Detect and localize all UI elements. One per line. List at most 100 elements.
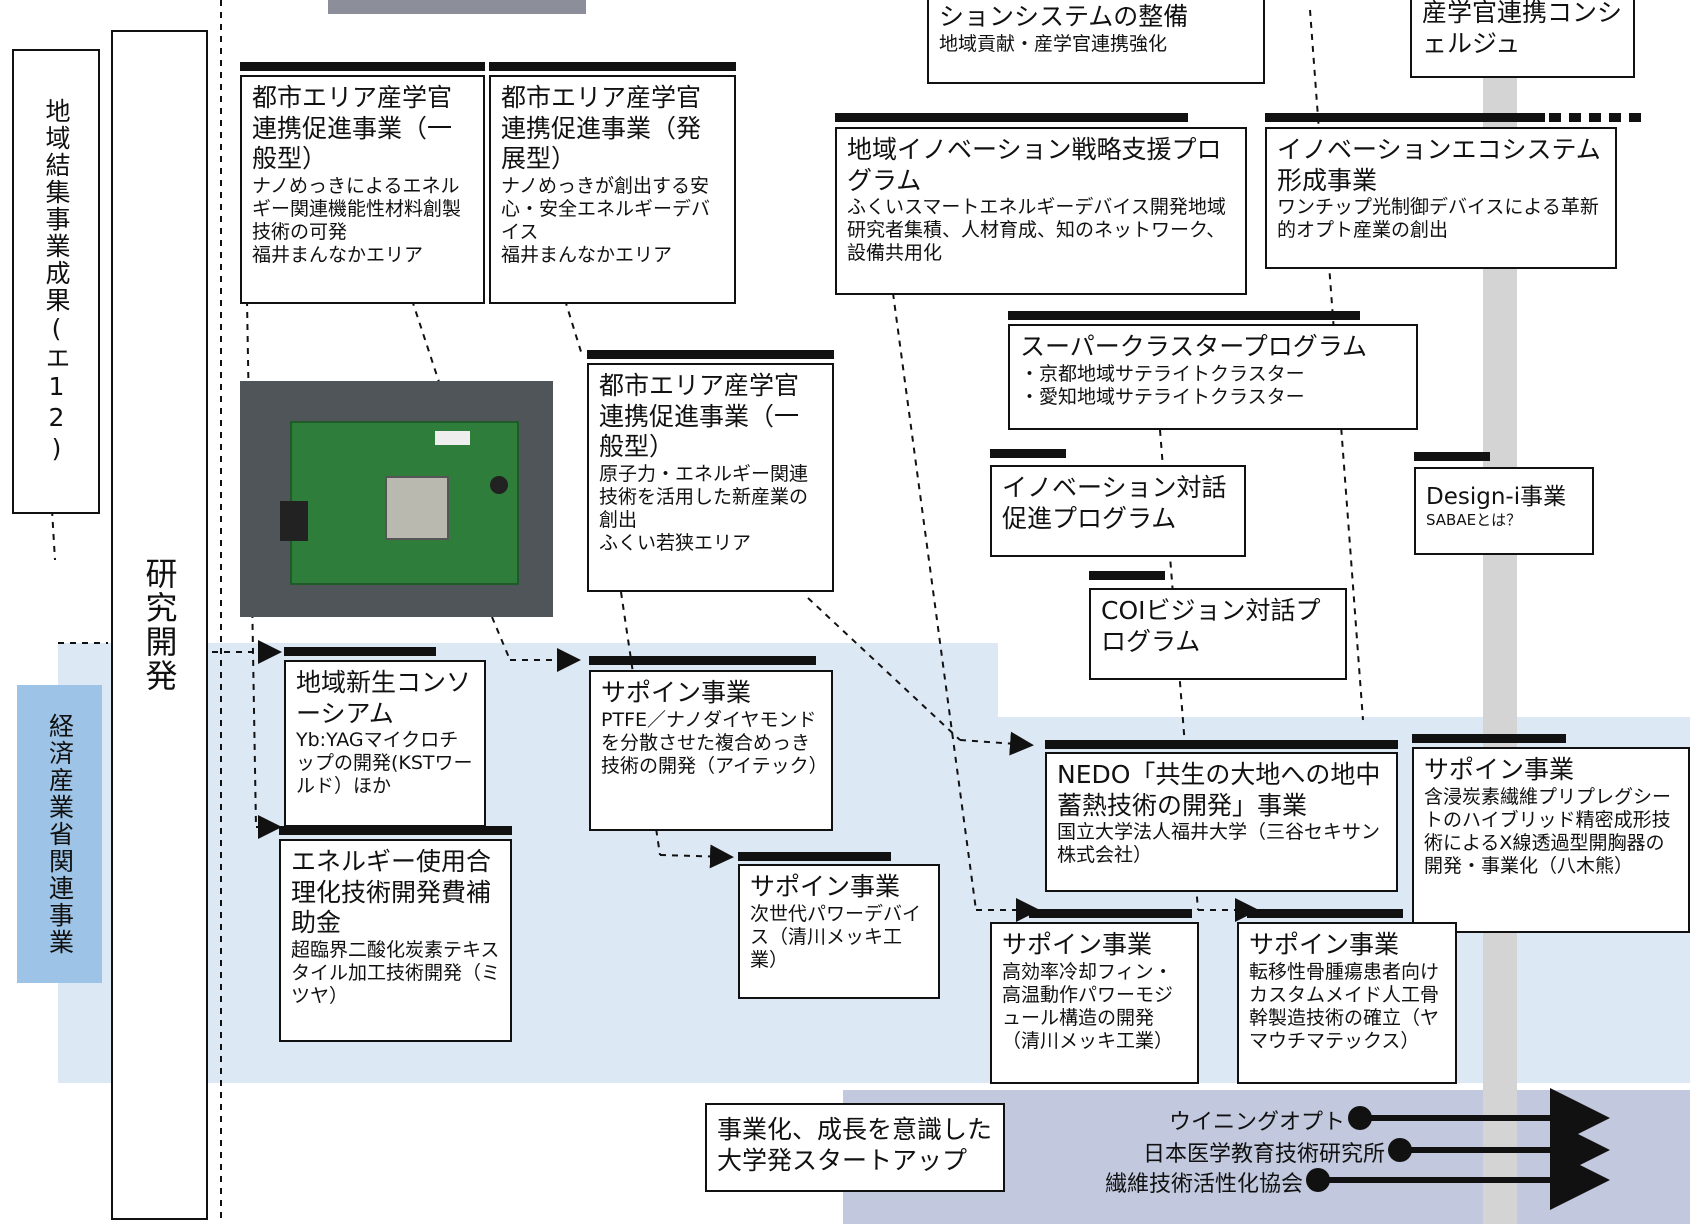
consortium-box: 地域新生コンソーシアム Yb:YAGマイクロチップの開発(KSTワールド）ほか [284, 660, 486, 827]
dialogue-box: イノベーション対話促進プログラム [990, 465, 1246, 557]
connector-block [280, 501, 308, 541]
bar [835, 113, 1188, 122]
label-sticker [435, 431, 470, 445]
toshi-develop-box: 都市エリア産学官連携促進事業（発展型） ナノめっきが創出する安心・安全エネルギー… [489, 75, 736, 304]
sapoin4-title: サポイン事業 [1002, 930, 1153, 959]
energy-subsidy-title: エネルギー使用合理化技術開発費補助金 [291, 847, 492, 937]
toshi-develop-sub: ナノめっきが創出する安心・安全エネルギーデバイス [501, 174, 711, 243]
sapoin2-title: サポイン事業 [750, 872, 901, 901]
design-i-sub: SABAEとは？ [1426, 511, 1522, 530]
design-i-title: Design-i事業 [1426, 484, 1567, 510]
sapoin5-box: サポイン事業 転移性骨腫瘍患者向けカスタムメイド人工骨幹製造技術の確立（ヤマウチ… [1237, 922, 1457, 1084]
coi-title: COIビジョン対話プログラム [1101, 596, 1321, 656]
connector [51, 509, 56, 561]
bar [1265, 113, 1545, 122]
sapoin4-box: サポイン事業 高効率冷却フィン・高温動作パワーモジュール構造の開発（清川メッキ工… [990, 922, 1199, 1084]
track-dot [1306, 1168, 1330, 1192]
supercluster-item: ・愛知地域サテライトクラスター [1020, 385, 1305, 408]
bar [1089, 571, 1165, 580]
toshi-general-box: 都市エリア産学官連携促進事業（一般型） ナノめっきによるエネルギー関連機能性材料… [240, 75, 485, 304]
toshi-develop-area: 福井まんなかエリア [501, 244, 673, 267]
ecosystem-title: イノベーションエコシステム形成事業 [1277, 135, 1601, 195]
meti-text: 経済産業省関連事業 [45, 712, 75, 956]
research-text: 研究開発 [140, 557, 179, 693]
supercluster-box: スーパークラスタープログラム ・京都地域サテライトクラスター ・愛知地域サテライ… [1008, 324, 1418, 430]
startup-label: 事業化、成長を意識した大学発スタートアップ [717, 1115, 993, 1175]
startup-company: 日本医学教育技術研究所 [1142, 1142, 1385, 1167]
bar [284, 647, 436, 656]
dotted-bar [1549, 113, 1645, 122]
energy-subsidy-box: エネルギー使用合理化技術開発費補助金 超臨界二酸化炭素テキスタイル加工技術開発（… [279, 839, 512, 1042]
bar [990, 449, 1066, 458]
sapoin3-sub: 含浸炭素繊維プリプレグシートのハイブリッド精密成形技術によるX線透過型開胸器の開… [1424, 785, 1672, 878]
meti-label: 経済産業省関連事業 [17, 685, 102, 983]
top-photo-edge [328, 0, 586, 14]
sapoin1-title: サポイン事業 [601, 678, 752, 707]
connector [491, 616, 511, 661]
sapoin4-sub: 高効率冷却フィン・高温動作パワーモジュール構造の開発（清川メッキ工業） [1002, 960, 1174, 1053]
sapoin3-title: サポイン事業 [1424, 755, 1575, 784]
sapoin2-sub: 次世代パワーデバイス（清川メッキ工業） [750, 902, 922, 971]
design-i-box: Design-i事業 SABAEとは？ [1414, 467, 1594, 555]
bar [489, 62, 736, 71]
connector [807, 597, 961, 741]
toshi-general-title: 都市エリア産学官連携促進事業（一般型） [252, 83, 453, 173]
toshi-general-sub: ナノめっきによるエネルギー関連機能性材料創製技術の可発 [252, 174, 462, 243]
sapoin1-sub: PTFE／ナノダイヤモンドを分散させた複合めっき技術の開発（アイテック） [601, 708, 828, 777]
system-sub: 地域貢献・産学官連携強化 [939, 32, 1168, 55]
regional-innovation-box: 地域イノベーション戦略支援プログラム ふくいスマートエネルギーデバイス開発地域研… [835, 127, 1247, 295]
energy-subsidy-sub: 超臨界二酸化炭素テキスタイル加工技術開発（ミツヤ） [291, 938, 501, 1007]
toshi-general2-area: ふくい若狭エリア [599, 532, 752, 555]
meti-band-left [58, 643, 998, 1083]
startup-company: ウイニングオプト [1168, 1110, 1345, 1135]
bar [1008, 311, 1360, 320]
bar [1247, 909, 1403, 918]
bar [1045, 740, 1398, 749]
system-title: ションシステムの整備 [939, 2, 1189, 31]
toshi-general-area: 福井まんなかエリア [252, 244, 424, 267]
toshi-general2-sub: 原子力・エネルギー関連技術を活用した新産業の創出 [599, 462, 809, 531]
connector [564, 299, 583, 356]
track-dot [1388, 1138, 1412, 1162]
connector [1309, 9, 1364, 721]
system-box: ションシステムの整備 地域貢献・産学官連携強化 [927, 0, 1265, 84]
connector [411, 299, 441, 386]
regional-innovation-title: 地域イノベーション戦略支援プログラム [847, 135, 1222, 195]
toshi-general2-title: 都市エリア産学官連携促進事業（一般型） [599, 371, 800, 461]
supercluster-title: スーパークラスタープログラム [1020, 332, 1368, 361]
sapoin5-title: サポイン事業 [1249, 930, 1400, 959]
sapoin3-box: サポイン事業 含浸炭素繊維プリプレグシートのハイブリッド精密成形技術によるX線透… [1412, 747, 1690, 933]
nedo-sub: 国立大学法人福井大学（三谷セキサン株式会社） [1057, 821, 1381, 867]
consortium-sub: Yb:YAGマイクロチップの開発(KSTワールド）ほか [296, 729, 473, 798]
ecosystem-sub: ワンチップ光制御デバイスによる革新的オプト産業の創出 [1277, 196, 1599, 242]
nedo-title: NEDO「共生の大地への地中蓄熱技術の開発」事業 [1057, 760, 1381, 820]
research-label: 研究開発 [111, 30, 208, 1220]
supercluster-item: ・京都地域サテライトクラスター [1020, 362, 1305, 385]
regional-innovation-sub: ふくいスマートエネルギーデバイス開発地域研究者集積、人材育成、知のネットワーク、… [847, 196, 1226, 265]
startup-company: 繊維技術活性化協会 [1104, 1172, 1303, 1197]
bar [587, 350, 834, 359]
bar [279, 826, 512, 835]
connector [892, 292, 977, 911]
bar [1029, 909, 1192, 918]
nedo-box: NEDO「共生の大地への地中蓄熱技術の開発」事業 国立大学法人福井大学（三谷セキ… [1045, 752, 1398, 892]
capacitor [490, 476, 508, 494]
dialogue-title: イノベーション対話促進プログラム [1002, 473, 1227, 533]
bar [589, 656, 816, 665]
connector [959, 731, 1034, 756]
concierge-title: 産学官連携コンシェルジュ [1422, 0, 1623, 58]
regional-results-text: 地域結集事業成果(エ12) [42, 98, 71, 465]
startup-box: 事業化、成長を意識した大学発スタートアップ [705, 1103, 1005, 1192]
toshi-develop-title: 都市エリア産学官連携促進事業（発展型） [501, 83, 702, 173]
transformer [385, 476, 449, 540]
sapoin2-box: サポイン事業 次世代パワーデバイス（清川メッキ工業） [738, 864, 940, 999]
sapoin5-sub: 転移性骨腫瘍患者向けカスタムメイド人工骨幹製造技術の確立（ヤマウチマテックス） [1249, 960, 1440, 1053]
toshi-general2-box: 都市エリア産学官連携促進事業（一般型） 原子力・エネルギー関連技術を活用した新産… [587, 363, 834, 592]
regional-results-label: 地域結集事業成果(エ12) [12, 49, 100, 514]
bar [738, 852, 891, 861]
track-dot [1348, 1106, 1372, 1130]
connector [659, 844, 734, 869]
consortium-title: 地域新生コンソーシアム [296, 668, 472, 728]
bar [1412, 734, 1566, 743]
bar [240, 62, 485, 71]
